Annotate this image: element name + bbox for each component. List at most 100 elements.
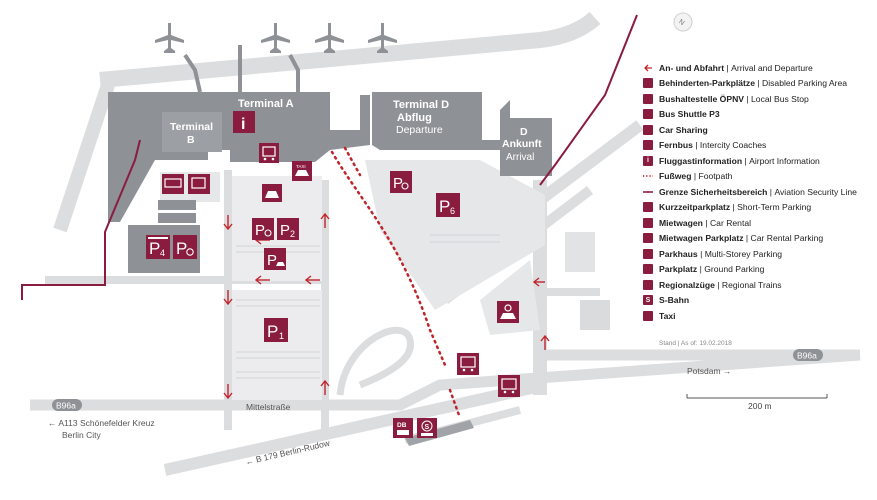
legend-item: Mietwagen | Car Rental <box>643 215 873 231</box>
station-platform <box>405 420 474 446</box>
terminal-a-label: Terminal A <box>238 98 294 110</box>
arrow-icon <box>223 290 233 306</box>
p6-disabled-letter: P <box>393 175 403 192</box>
short-term-parking-icon[interactable]: P 2 <box>277 218 299 240</box>
terminal-d-arrival-letter: D <box>520 126 528 138</box>
multi-storey-p4-icon[interactable]: P 4 <box>146 235 170 259</box>
garage-stripe <box>158 213 196 223</box>
legend-item-label-en: Arrival and Departure <box>731 62 813 73</box>
legend-item: Parkhaus | Multi-Storey Parking <box>643 246 873 262</box>
security-line-right <box>539 14 638 186</box>
info-icon[interactable]: i <box>233 111 255 133</box>
p3-disabled-letter: P <box>255 222 265 239</box>
disabled-parking-icon[interactable]: P <box>390 171 412 193</box>
legend-item-label-de: S-Bahn <box>659 295 690 306</box>
legend-item-label-de: Car Sharing <box>659 124 708 135</box>
legend-item-label-de: Mietwagen Parkplatz <box>659 233 744 244</box>
legend-item-label-de: Regionalzüge <box>659 279 715 290</box>
legend-item-label-de: Fernbus <box>659 140 693 151</box>
arrow-icon <box>304 275 320 285</box>
legend-item: Kurzzeitparkplatz | Short-Term Parking <box>643 200 873 216</box>
p2-letter: P <box>280 222 290 239</box>
legend-item: Fußweg | Footpath <box>643 169 873 185</box>
aircraft-icon <box>368 23 397 53</box>
arrow-icon <box>320 212 330 228</box>
legend-item: Fernbus | Intercity Coaches <box>643 138 873 154</box>
car-rental-icon[interactable] <box>497 301 519 323</box>
taxi-icon <box>643 310 653 321</box>
terminal-d-ankunft-label: Ankunft <box>502 138 542 150</box>
sbahn-icon: S <box>643 295 653 306</box>
legend-separator: | <box>697 248 705 259</box>
footpath <box>330 146 462 420</box>
regional-train-icon <box>643 279 653 290</box>
legend-item: Car Sharing <box>643 122 873 138</box>
legend-item-label-de: Fluggastinformation <box>659 155 743 166</box>
terminal-d-departure-label: Departure <box>396 124 443 136</box>
legend-item-label-en: Ground Parking <box>704 264 765 275</box>
info-icon: i <box>643 155 653 166</box>
legend-item-label-de: Bus Shuttle P3 <box>659 109 720 120</box>
legend-separator: | <box>730 202 738 213</box>
intercity-coach-icon[interactable] <box>162 174 184 194</box>
taxi-icon[interactable]: TAXI <box>292 161 312 181</box>
legend-item-label-de: Taxi <box>659 310 676 321</box>
legend-item-label-en: Airport Information <box>749 155 820 166</box>
potsdam-label: Potsdam → <box>687 366 731 376</box>
legend-separator: | <box>742 155 750 166</box>
disabled-parking-icon[interactable]: P <box>252 218 274 240</box>
legend-separator: | <box>744 93 752 104</box>
local-bus-icon[interactable] <box>457 353 479 375</box>
parking-stall-lines <box>236 234 500 379</box>
car-rental-parking-icon[interactable]: P <box>264 248 286 270</box>
scale-bar <box>686 394 828 399</box>
legend-item: Bushaltestelle ÖPNV | Local Bus Stop <box>643 91 873 107</box>
disabled-parking-icon[interactable]: P <box>173 235 197 259</box>
bus-shuttle-icon[interactable] <box>188 174 210 194</box>
legend-separator: | <box>691 171 699 182</box>
car-sharing-icon <box>643 124 653 135</box>
terminal-b-label-line1: Terminal <box>170 121 213 133</box>
mittelstrasse-label: Mittelstraße <box>246 402 291 412</box>
legend-item-label-en: Disabled Parking Area <box>762 78 848 89</box>
terminal-d-arrival-label: Arrival <box>506 152 534 163</box>
arrow-icon <box>643 63 653 73</box>
compass: N <box>673 12 693 32</box>
intercity-coach-icon <box>643 140 653 151</box>
arrow-icon <box>532 277 545 287</box>
b96a-label-left: B96a <box>56 401 76 411</box>
ground-parking-p6-icon[interactable]: P 6 <box>436 193 460 217</box>
aircraft-icon <box>261 23 290 53</box>
bus-shuttle-icon <box>643 109 653 120</box>
ground-parking-icon <box>643 264 653 275</box>
legend-item: Behinderten-Parkplätze | Disabled Parkin… <box>643 76 873 92</box>
car-rental-icon <box>643 217 653 228</box>
regional-train-icon[interactable]: DB <box>393 418 413 438</box>
legend-separator: | <box>697 264 705 275</box>
legend-item: i Fluggastinformation | Airport Informati… <box>643 153 873 169</box>
legend-item: Mietwagen Parkplatz | Car Rental Parking <box>643 231 873 247</box>
car-sharing-icon[interactable] <box>262 184 282 202</box>
garage-stripe <box>158 200 196 210</box>
legend-item-label-en: Local Bus Stop <box>751 93 809 104</box>
legend-item: S S-Bahn <box>643 293 873 309</box>
sbahn-label: S <box>425 424 430 431</box>
legend-item-label-en: Car Rental Parking <box>750 233 824 244</box>
sbahn-icon[interactable]: S <box>417 418 437 438</box>
legend-item-label-de: Grenze Sicherheitsbereich <box>659 186 768 197</box>
car-rental-parking-icon <box>643 233 653 244</box>
p6-number: 6 <box>450 206 455 216</box>
legend-item: Taxi <box>643 308 873 324</box>
aircraft-group <box>155 23 397 53</box>
ground-parking-p1-icon[interactable]: P 1 <box>264 318 288 342</box>
legend-separator: | <box>714 279 722 290</box>
legend-item-label-de: Bushaltestelle ÖPNV <box>659 93 745 104</box>
a113-label: ← A113 Schönefelder Kreuz <box>48 418 155 428</box>
legend-item: Regionalzüge | Regional Trains <box>643 277 873 293</box>
local-bus-icon[interactable] <box>498 375 520 397</box>
local-bus-icon[interactable] <box>259 143 279 163</box>
legend-separator: | <box>692 140 700 151</box>
b96a-badge-left <box>52 399 82 411</box>
legend-separator: | <box>755 78 763 89</box>
